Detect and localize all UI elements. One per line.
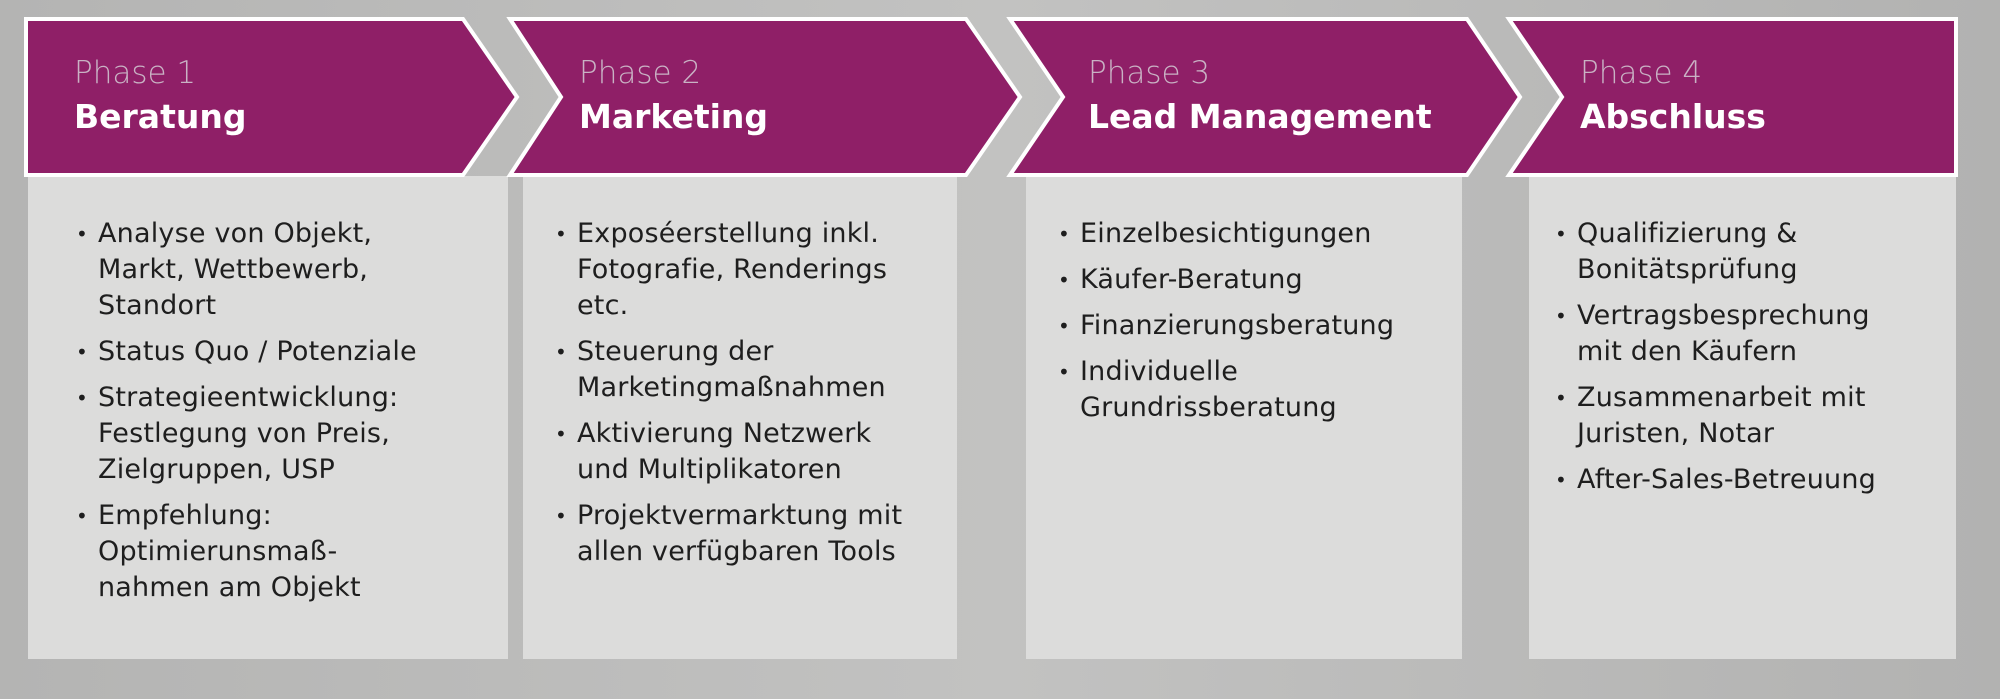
list-item: Qualifizierung & Bonitätsprüfung <box>1553 216 1876 288</box>
phase-4-card: Qualifizierung & Bonitätsprüfung Vertrag… <box>1529 176 1956 659</box>
phase-title: Marketing <box>579 97 769 136</box>
list-item: Steuerung der Marketingmaßnahmen <box>553 334 902 406</box>
phase-label: Phase 1 <box>74 55 197 91</box>
list-item: Aktivierung Netzwerk und Multiplikatoren <box>553 416 902 488</box>
phase-2-list: Exposéerstellung inkl. Fotografie, Rende… <box>553 216 902 580</box>
list-item: Empfehlung: Optimierunsmaß- nahmen am Ob… <box>74 498 417 606</box>
list-item: Individuelle Grundrissberatung <box>1056 354 1394 426</box>
list-item: Strategieentwicklung: Festlegung von Pre… <box>74 380 417 488</box>
phase-2-card: Exposéerstellung inkl. Fotografie, Rende… <box>523 176 957 659</box>
list-item: Zusammenarbeit mit Juristen, Notar <box>1553 380 1876 452</box>
list-item: Status Quo / Potenziale <box>74 334 417 370</box>
phase-1-list: Analyse von Objekt, Markt, Wettbewerb, S… <box>74 216 417 616</box>
list-item: Exposéerstellung inkl. Fotografie, Rende… <box>553 216 902 324</box>
list-item: Projektvermarktung mit allen verfügbaren… <box>553 498 902 570</box>
list-item: Einzelbesichtigungen <box>1056 216 1394 252</box>
phase-2-chevron <box>506 17 1023 177</box>
list-item: After-Sales-Betreuung <box>1553 462 1876 498</box>
phase-3-list: Einzelbesichtigungen Käufer-Beratung Fin… <box>1056 216 1394 436</box>
phase-label: Phase 4 <box>1580 55 1703 91</box>
list-item: Vertragsbesprechung mit den Käufern <box>1553 298 1876 370</box>
phase-title: Lead Management <box>1088 97 1432 136</box>
phase-1-card: Analyse von Objekt, Markt, Wettbewerb, S… <box>28 176 508 659</box>
phase-label: Phase 2 <box>579 55 702 91</box>
list-item: Käufer-Beratung <box>1056 262 1394 298</box>
phase-3-card: Einzelbesichtigungen Käufer-Beratung Fin… <box>1026 176 1462 659</box>
phase-3-chevron <box>1006 17 1523 177</box>
phase-title: Beratung <box>74 97 247 136</box>
phase-4-chevron <box>1505 17 1958 177</box>
phase-4-list: Qualifizierung & Bonitätsprüfung Vertrag… <box>1553 216 1876 508</box>
list-item: Analyse von Objekt, Markt, Wettbewerb, S… <box>74 216 417 324</box>
phase-label: Phase 3 <box>1088 55 1211 91</box>
list-item: Finanzierungsberatung <box>1056 308 1394 344</box>
phase-title: Abschluss <box>1580 97 1766 136</box>
phase-1-chevron <box>24 17 520 177</box>
